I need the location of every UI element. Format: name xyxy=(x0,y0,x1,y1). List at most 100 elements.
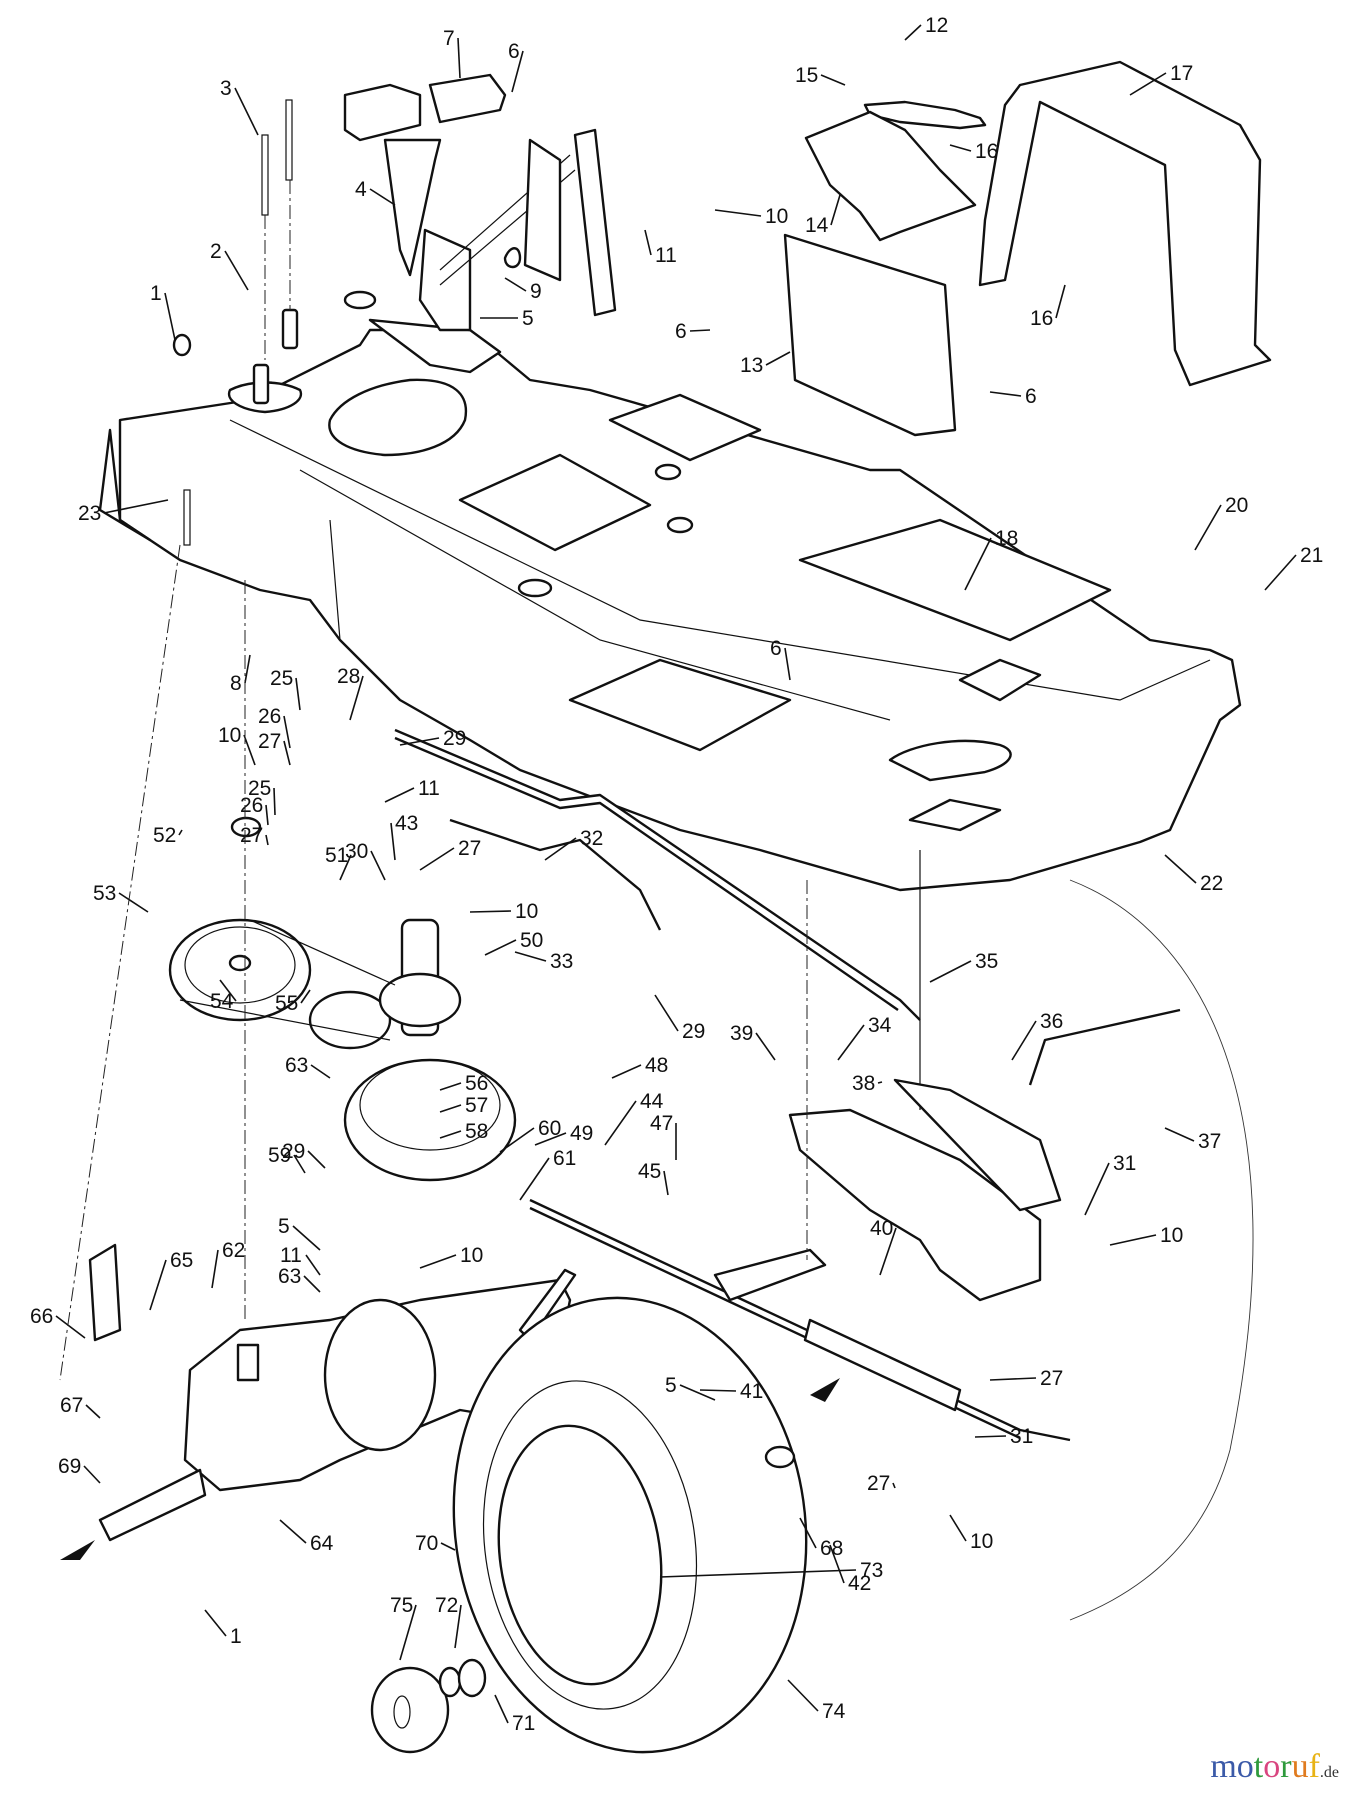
part-number-label: 37 xyxy=(1198,1130,1221,1153)
callout-part-40: 40 xyxy=(870,1217,897,1276)
leader-line xyxy=(283,740,291,766)
callout-part-9: 9 xyxy=(504,277,542,303)
part-number-label: 10 xyxy=(970,1530,993,1553)
leader-line xyxy=(439,1130,462,1139)
leader-line xyxy=(369,188,396,206)
belt-and-pulleys xyxy=(168,816,517,1182)
callout-part-64: 64 xyxy=(279,1519,334,1555)
callout-part-17: 17 xyxy=(1129,62,1193,96)
callout-part-41: 41 xyxy=(699,1380,763,1403)
part-number-label: 13 xyxy=(740,354,763,377)
part-number-label: 27 xyxy=(458,837,481,860)
callout-part-50: 50 xyxy=(484,929,543,956)
callout-part-52: 52 xyxy=(153,824,183,847)
callout-part-21: 21 xyxy=(1264,544,1323,591)
callout-part-25: 25 xyxy=(270,667,301,711)
callout-part-54: 54 xyxy=(210,979,237,1013)
leader-line xyxy=(787,1679,819,1712)
callout-part-7: 7 xyxy=(443,27,461,79)
leader-line xyxy=(399,737,440,746)
part-number-label: 31 xyxy=(1010,1425,1033,1448)
callout-part-39: 39 xyxy=(730,1022,776,1061)
leader-line xyxy=(211,1249,219,1289)
part-number-label: 20 xyxy=(1225,494,1248,517)
leader-line xyxy=(949,144,972,152)
leader-line xyxy=(219,979,237,1002)
part-number-label: 10 xyxy=(460,1244,483,1267)
leader-line xyxy=(293,1154,306,1174)
leader-line xyxy=(55,1315,86,1339)
part-number-label: 26 xyxy=(240,794,263,817)
leader-line xyxy=(494,1694,509,1724)
part-number-label: 15 xyxy=(795,64,818,87)
leader-line xyxy=(654,994,679,1032)
part-number-label: 4 xyxy=(355,178,367,201)
logo-letter: f xyxy=(1308,1748,1320,1785)
part-number-label: 10 xyxy=(1160,1224,1183,1247)
leader-line xyxy=(799,1517,817,1549)
part-number-label: 40 xyxy=(870,1217,893,1240)
part-number-label: 65 xyxy=(170,1249,193,1272)
leader-line xyxy=(755,1032,776,1061)
leader-line xyxy=(204,1609,227,1637)
part-number-label: 8 xyxy=(230,672,242,695)
part-number-label: 1 xyxy=(230,1625,242,1648)
callout-part-15: 15 xyxy=(795,64,846,87)
callout-part-4: 4 xyxy=(355,178,396,206)
leader-line xyxy=(829,1544,845,1584)
part-number-label: 56 xyxy=(465,1072,488,1095)
part-number-label: 61 xyxy=(553,1147,576,1170)
leader-line xyxy=(511,50,524,93)
part-number-label: 73 xyxy=(860,1559,883,1582)
motoruf-watermark-logo: motoruf.de xyxy=(1210,1748,1339,1786)
part-number-label: 10 xyxy=(765,205,788,228)
part-number-label: 54 xyxy=(210,990,234,1013)
callout-part-37: 37 xyxy=(1164,1127,1221,1153)
callout-part-27: 27 xyxy=(258,730,291,766)
part-number-label: 25 xyxy=(248,777,271,800)
callout-part-2: 2 xyxy=(210,240,249,291)
part-number-label: 68 xyxy=(820,1537,843,1560)
callout-part-47: 47 xyxy=(650,1112,677,1160)
callout-part-31: 31 xyxy=(1084,1152,1136,1216)
part-number-label: 5 xyxy=(522,307,534,330)
part-number-label: 72 xyxy=(435,1594,458,1617)
logo-wordmark: motoruf xyxy=(1210,1748,1320,1785)
callout-part-33: 33 xyxy=(514,950,573,973)
callout-part-29: 29 xyxy=(282,1140,326,1169)
part-number-label: 21 xyxy=(1300,544,1323,567)
callout-part-67: 67 xyxy=(60,1394,101,1419)
callout-part-6: 6 xyxy=(675,320,711,343)
leader-line xyxy=(265,804,269,826)
callout-part-6: 6 xyxy=(989,385,1037,408)
callout-part-18: 18 xyxy=(964,527,1018,591)
leader-line xyxy=(1264,554,1297,591)
callout-part-32: 32 xyxy=(544,827,603,861)
leader-line xyxy=(1011,1020,1037,1061)
part-number-label: 41 xyxy=(740,1380,763,1403)
part-number-label: 58 xyxy=(465,1120,488,1143)
callout-part-65: 65 xyxy=(149,1249,193,1311)
callout-part-56: 56 xyxy=(439,1072,488,1095)
leader-line xyxy=(244,654,251,684)
leader-line xyxy=(419,847,455,871)
part-number-label: 75 xyxy=(390,1594,413,1617)
leader-line xyxy=(1194,504,1222,551)
part-number-label: 74 xyxy=(822,1700,846,1723)
control-panels xyxy=(783,60,1272,437)
part-number-label: 29 xyxy=(682,1020,705,1043)
leader-line xyxy=(544,837,577,861)
leader-line xyxy=(534,1132,567,1146)
part-number-label: 11 xyxy=(655,244,677,267)
callout-part-48: 48 xyxy=(611,1054,668,1079)
callout-part-45: 45 xyxy=(638,1160,669,1196)
part-number-label: 25 xyxy=(270,667,293,690)
part-number-label: 47 xyxy=(650,1112,673,1135)
callout-part-29: 29 xyxy=(399,727,466,750)
leader-line xyxy=(295,677,301,711)
brake-brackets xyxy=(713,1078,1062,1412)
part-number-label: 3 xyxy=(220,77,232,100)
part-number-label: 43 xyxy=(395,812,418,835)
callout-part-6: 6 xyxy=(508,40,524,93)
leader-line xyxy=(989,391,1022,397)
